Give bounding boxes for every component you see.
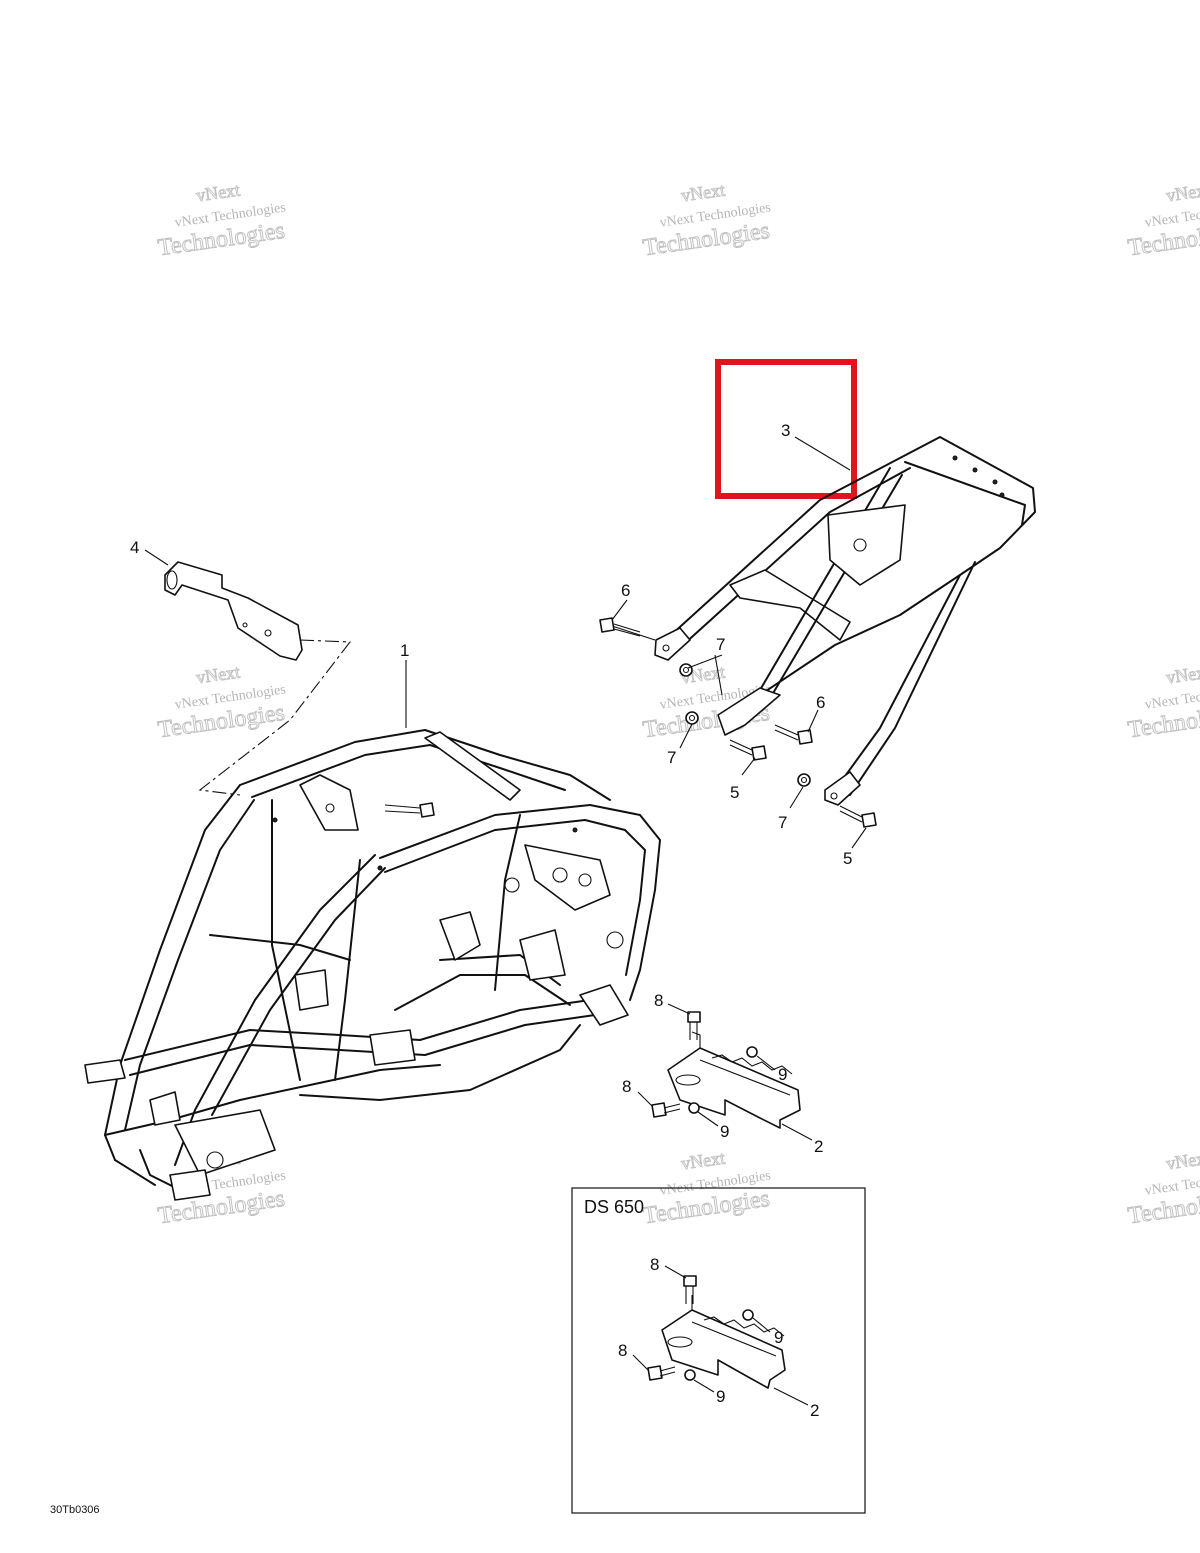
callout-6: 6	[816, 693, 825, 712]
bracket-part-4	[164, 561, 352, 796]
callout-9: 9	[716, 1387, 725, 1406]
svg-text:vNext: vNext	[195, 180, 241, 206]
watermark: vNext vNext Technologies Technologies	[156, 661, 287, 744]
svg-text:vNext: vNext	[195, 662, 241, 688]
highlight-box	[715, 359, 857, 499]
callout-5: 5	[843, 849, 852, 868]
footrest-main	[651, 1011, 801, 1129]
callout-2: 2	[814, 1137, 823, 1156]
watermark: vNext vNext Technologies Technologies	[1126, 1147, 1200, 1230]
callout-6: 6	[621, 581, 630, 600]
watermark: vNext vNext Technologies Technologies	[156, 179, 287, 262]
callout-2: 2	[810, 1401, 819, 1420]
main-frame	[84, 729, 661, 1201]
callout-5: 5	[730, 783, 739, 802]
callout-numbers: 3 4 1 6 7 7 6 5 7 5 8 8 9 9 2 8 8 9 9 2	[130, 421, 852, 1420]
callout-7: 7	[716, 635, 725, 654]
callout-9: 9	[774, 1328, 783, 1347]
callout-9: 9	[720, 1122, 729, 1141]
svg-text:vNext: vNext	[1165, 662, 1200, 688]
callout-8: 8	[650, 1255, 659, 1274]
inset-box	[571, 1187, 866, 1514]
svg-text:vNext: vNext	[1165, 180, 1200, 206]
callout-3: 3	[781, 421, 790, 440]
callout-8: 8	[618, 1341, 627, 1360]
callout-1: 1	[400, 641, 409, 660]
drawing-code: 30Tb0306	[50, 1504, 100, 1516]
svg-text:vNext: vNext	[1165, 1148, 1200, 1174]
watermark: vNext vNext Technologies Technologies	[641, 1147, 772, 1230]
watermark: vNext vNext Technologies Technologies	[1126, 661, 1200, 744]
svg-text:vNext: vNext	[680, 1148, 726, 1174]
callout-7: 7	[667, 748, 676, 767]
callout-8: 8	[654, 991, 663, 1010]
watermark: vNext vNext Technologies Technologies	[1126, 179, 1200, 262]
watermark: vNext vNext Technologies Technologies	[641, 179, 772, 262]
rear-subframe	[654, 436, 1036, 806]
callout-9: 9	[778, 1065, 787, 1084]
leader-lines	[144, 436, 867, 1406]
svg-text:vNext: vNext	[680, 180, 726, 206]
footrest-inset	[647, 1275, 786, 1389]
inset-title: DS 650	[584, 1197, 644, 1217]
callout-8: 8	[622, 1077, 631, 1096]
callout-7: 7	[778, 813, 787, 832]
callout-4: 4	[130, 538, 139, 557]
rear-fasteners	[599, 617, 877, 828]
